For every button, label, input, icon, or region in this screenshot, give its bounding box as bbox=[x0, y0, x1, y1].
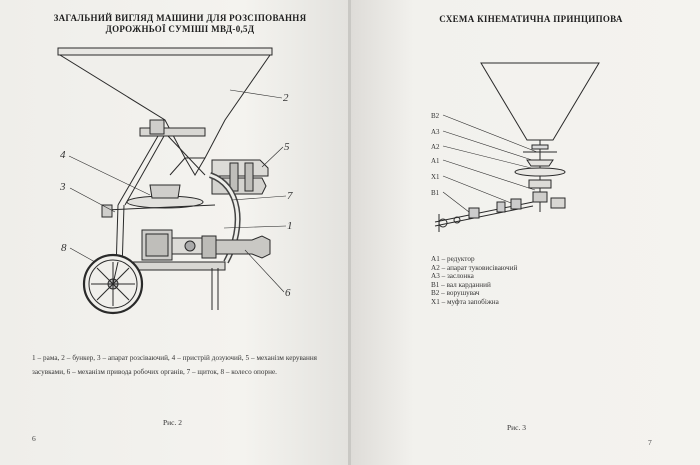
callout-1: 1 bbox=[287, 220, 293, 232]
legend-item: А2 – апарат туковисіваючий bbox=[431, 263, 518, 272]
figure-label-3: Рис. 3 bbox=[507, 423, 527, 432]
label-a3: А3 bbox=[431, 128, 440, 136]
book-gutter bbox=[348, 0, 352, 465]
parts-caption: 1 – рама, 2 – бункер, 3 – апарат розсіва… bbox=[32, 354, 317, 376]
legend-item: А1 – редуктор bbox=[431, 255, 475, 263]
legend-item: Х1 – муфта запобіжна bbox=[431, 297, 499, 306]
page-number-right: 7 bbox=[648, 438, 652, 447]
page-number-left: 6 bbox=[32, 434, 36, 443]
label-b2: В2 bbox=[431, 112, 440, 120]
right-page: СХЕМА КІНЕМАТИЧНА ПРИНЦИПОВА bbox=[351, 0, 700, 465]
legend-item: В2 – ворушувач bbox=[431, 289, 480, 298]
callout-4: 4 bbox=[60, 149, 66, 161]
kinematic-scheme-drawing: В2 А3 А2 А1 Х1 В1 bbox=[431, 62, 600, 232]
figure-label-2: Рис. 2 bbox=[163, 418, 183, 427]
left-page-title: ЗАГАЛЬНИЙ ВИГЛЯД МАШИНИ ДЛЯ РОЗСІПОВАННЯ… bbox=[53, 13, 307, 34]
label-a1: А1 bbox=[431, 157, 440, 165]
legend-item: А3 – заслонка bbox=[431, 272, 474, 281]
callout-5: 5 bbox=[284, 141, 290, 153]
legend-item: В1 – вал карданний bbox=[431, 280, 491, 289]
callout-8: 8 bbox=[61, 242, 67, 254]
scheme-legend: А1 – редуктор А2 – апарат туковисіваючий… bbox=[431, 255, 517, 307]
right-page-title: СХЕМА КІНЕМАТИЧНА ПРИНЦИПОВА bbox=[439, 14, 623, 24]
callout-7: 7 bbox=[287, 190, 293, 202]
callout-3: 3 bbox=[59, 181, 66, 193]
left-page: ЗАГАЛЬНИЙ ВИГЛЯД МАШИНИ ДЛЯ РОЗСІПОВАННЯ… bbox=[0, 0, 349, 465]
label-a2: А2 bbox=[431, 143, 440, 151]
machine-general-view-drawing: 2 5 4 3 7 1 8 6 bbox=[57, 47, 293, 315]
label-b1: В1 bbox=[431, 189, 440, 197]
callout-6: 6 bbox=[285, 287, 291, 299]
callout-2: 2 bbox=[283, 92, 289, 104]
label-x1: Х1 bbox=[431, 173, 440, 181]
